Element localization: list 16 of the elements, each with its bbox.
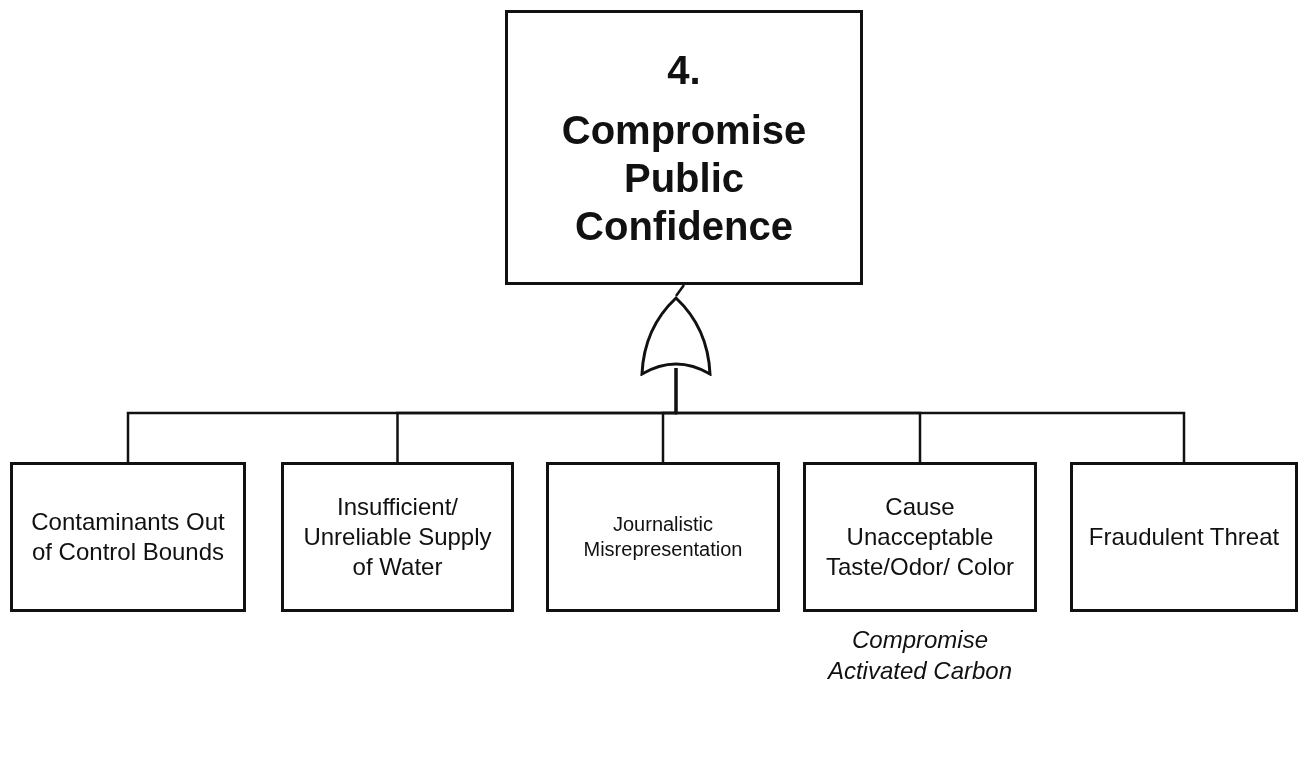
event-label: Fraudulent Threat <box>1088 522 1280 552</box>
side-note: Compromise Activated Carbon <box>826 625 1014 687</box>
event-title: Compromise Public Confidence <box>560 106 808 250</box>
event-box <box>1070 462 1298 612</box>
event-box <box>546 462 780 612</box>
event-label: Insufficient/ Unreliable Supply of Water <box>302 492 493 582</box>
event-title: 4. <box>667 46 701 94</box>
top-event-box <box>505 10 863 285</box>
connector-line <box>674 368 1186 462</box>
event-label: Journalistic Misrepresentation <box>582 512 744 562</box>
event-box <box>803 462 1037 612</box>
event-label: Cause Unacceptable Taste/Odor/ Color <box>824 492 1016 582</box>
event-box <box>10 462 246 612</box>
connector-line <box>675 284 685 297</box>
event-label: Contaminants Out of Control Bounds <box>30 507 226 567</box>
event-box <box>281 462 514 612</box>
